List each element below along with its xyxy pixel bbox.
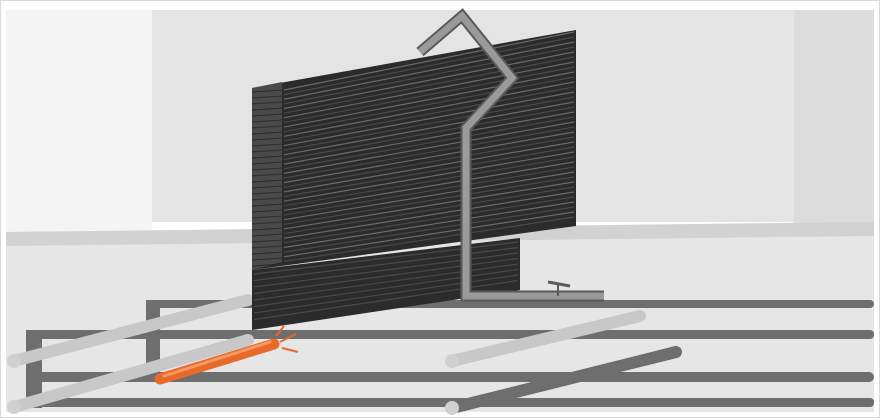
rod-end xyxy=(7,400,21,414)
rod-end xyxy=(445,401,459,415)
rod-end xyxy=(445,354,459,368)
left-wall xyxy=(6,10,152,232)
right-wall xyxy=(794,10,874,232)
rod-end xyxy=(7,354,21,368)
